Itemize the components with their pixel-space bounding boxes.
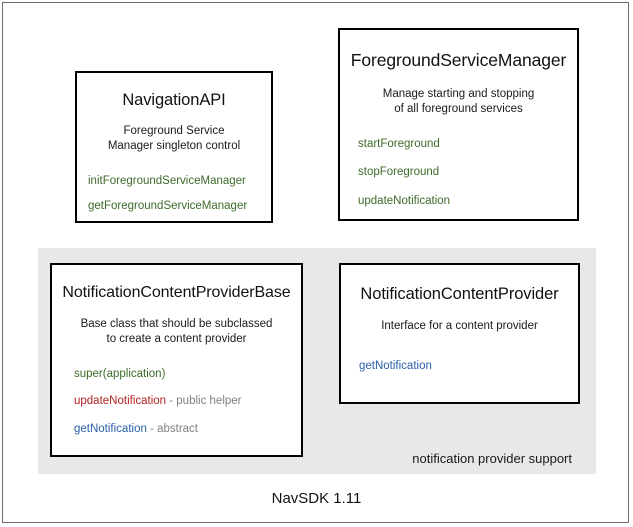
description-line: to create a content provider: [106, 333, 247, 346]
member-note: - abstract: [146, 422, 199, 435]
member-list-navigation-api: initForegroundServiceManager getForegrou…: [77, 175, 271, 213]
member-name: getForegroundServiceManager: [88, 200, 248, 213]
member-name: startForeground: [358, 137, 440, 150]
member-name: updateNotification: [74, 395, 167, 408]
member-name: stopForeground: [358, 166, 440, 179]
member-list-notification-content-provider: getNotification: [341, 360, 578, 373]
description-line: Manager singleton control: [107, 140, 241, 153]
member-row[interactable]: updateNotification: [358, 195, 577, 208]
class-title-navigation-api: NavigationAPI: [122, 91, 226, 109]
member-note: - public helper: [166, 395, 242, 408]
class-box-navigation-api[interactable]: NavigationAPI Foreground Service Manager…: [75, 71, 273, 223]
description-line: Interface for a content provider: [381, 320, 538, 332]
member-row[interactable]: stopForeground: [358, 166, 577, 179]
class-description-notification-content-provider: Interface for a content provider: [341, 319, 578, 334]
member-row[interactable]: getNotification - abstract: [74, 423, 301, 436]
member-name: getNotification: [74, 422, 147, 435]
class-description-notification-content-provider-base: Base class that should be subclassed to …: [52, 317, 301, 348]
member-list-notification-content-provider-base: super(application) updateNotification - …: [52, 368, 301, 436]
figure-caption: NavSDK 1.11: [271, 490, 362, 507]
description-line: Base class that should be subclassed: [80, 318, 273, 330]
member-row[interactable]: updateNotification - public helper: [74, 395, 301, 408]
description-line: of all foreground services: [394, 103, 523, 116]
class-box-notification-content-provider-base[interactable]: NotificationContentProviderBase Base cla…: [50, 263, 303, 457]
member-name: getNotification: [359, 360, 432, 373]
class-description-navigation-api: Foreground Service Manager singleton con…: [77, 124, 271, 155]
member-row[interactable]: initForegroundServiceManager: [88, 175, 271, 188]
description-line: Foreground Service: [123, 125, 225, 137]
member-name: initForegroundServiceManager: [88, 174, 246, 187]
class-box-foreground-service-manager[interactable]: ForegroundServiceManager Manage starting…: [338, 28, 579, 221]
member-name: super(application): [74, 367, 166, 380]
member-list-foreground-service-manager: startForeground stopForeground updateNot…: [340, 138, 577, 208]
member-row[interactable]: startForeground: [358, 138, 577, 151]
member-row[interactable]: getForegroundServiceManager: [88, 200, 271, 213]
member-row[interactable]: super(application): [74, 368, 301, 381]
member-row[interactable]: getNotification: [359, 360, 578, 373]
group-panel-label: notification provider support: [412, 451, 572, 466]
class-title-notification-content-provider: NotificationContentProvider: [360, 285, 559, 303]
description-line: Manage starting and stopping: [382, 88, 535, 100]
class-title-foreground-service-manager: ForegroundServiceManager: [350, 50, 567, 70]
class-box-notification-content-provider[interactable]: NotificationContentProvider Interface fo…: [339, 263, 580, 404]
member-name: updateNotification: [358, 194, 451, 207]
class-title-notification-content-provider-base: NotificationContentProviderBase: [62, 284, 291, 301]
class-description-foreground-service-manager: Manage starting and stopping of all fore…: [340, 87, 577, 118]
